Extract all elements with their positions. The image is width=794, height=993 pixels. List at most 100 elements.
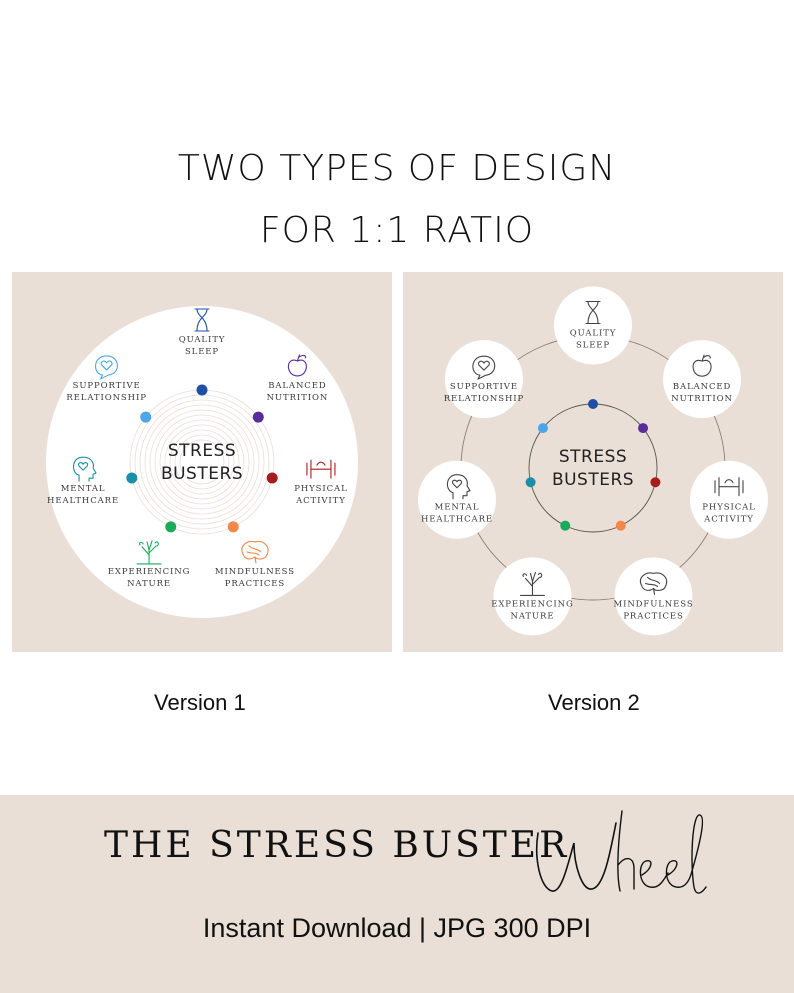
color-dot [638, 423, 649, 434]
wheel-item-quality: QUALITY SLEEP [179, 308, 226, 396]
wheel-item-supportive: SUPPORTIVE RELATIONSHIP [66, 355, 152, 423]
concentric-ring [159, 419, 245, 505]
color-dot [140, 411, 152, 423]
color-dot [126, 472, 138, 484]
center-title-line1: STRESS [168, 441, 236, 461]
color-dot [165, 521, 177, 533]
wheel-item-balanced: BALANCED NUTRITION [638, 340, 742, 434]
concentric-ring [174, 434, 230, 490]
wheel-item-physical: PHYSICAL ACTIVITY [266, 459, 347, 506]
item-label-line2: NUTRITION [267, 393, 329, 403]
version-1-label: Version 1 [154, 690, 246, 715]
color-dot [537, 423, 548, 434]
item-label-line2: HEALTHCARE [47, 496, 119, 506]
item-bubble [444, 340, 523, 419]
item-label-line2: ACTIVITY [295, 496, 346, 506]
head-heart-icon [446, 474, 471, 500]
item-label-line1: BALANCED [673, 382, 731, 392]
dumbbell-icon [306, 459, 336, 479]
center-title-line2: BUSTERS [552, 470, 634, 490]
item-label-line2: PRACTICES [225, 579, 285, 589]
item-label-line1: MENTAL [61, 484, 106, 494]
color-dot [615, 520, 626, 531]
center-title-line2: BUSTERS [161, 464, 243, 484]
wheel-item-physical: PHYSICAL ACTIVITY [650, 460, 769, 539]
headline-line-2: FOR 1:1 RATIO [259, 210, 535, 251]
speech-heart-icon [472, 355, 496, 380]
item-label-line2: SLEEP [576, 341, 610, 351]
item-bubble [690, 460, 769, 539]
footer-title: THE STRESS BUSTER [104, 825, 570, 866]
head-heart-icon [73, 456, 97, 482]
item-bubble [417, 460, 496, 539]
item-label-line1: EXPERIENCING [491, 599, 573, 609]
concentric-ring [179, 439, 225, 485]
item-label-line2: HEALTHCARE [421, 515, 493, 525]
version-1-preview: STRESS BUSTERS QUALITY SLEEP BALANCED NUTRITI… [12, 272, 392, 652]
item-label-line1: BALANCED [268, 381, 326, 391]
item-label-line2: NATURE [127, 579, 171, 589]
item-label-line2: PRACTICES [623, 611, 683, 621]
hourglass-icon [585, 300, 601, 325]
concentric-ring [149, 409, 255, 515]
brain-icon [241, 540, 269, 564]
color-dot [525, 477, 536, 488]
tree-icon [519, 571, 546, 596]
color-dot [650, 477, 661, 488]
item-label-line1: EXPERIENCING [108, 567, 190, 577]
item-label-line2: NATURE [510, 611, 554, 621]
item-label-line1: QUALITY [570, 329, 617, 339]
apple-icon [692, 354, 712, 377]
item-bubble [493, 557, 572, 636]
color-dot [227, 521, 239, 533]
item-bubble [614, 557, 693, 636]
footer-banner: THE STRESS BUSTER Instant Download | JPG… [0, 795, 794, 993]
center-title-line1: STRESS [559, 447, 627, 467]
tree-icon [136, 540, 162, 565]
wheel-item-balanced: BALANCED NUTRITION [252, 354, 329, 423]
concentric-ring [154, 414, 250, 510]
concentric-ring [164, 424, 240, 500]
color-dot [560, 520, 571, 531]
color-dot [196, 384, 208, 396]
version-1-wheel: STRESS BUSTERS QUALITY SLEEP BALANCED NUTRITI… [46, 306, 358, 618]
brain-icon [640, 572, 668, 595]
wheel-item-supportive: SUPPORTIVE RELATIONSHIP [444, 340, 548, 434]
concentric-ring [139, 399, 265, 525]
item-label-line1: MINDFULNESS [613, 599, 693, 609]
item-label-line1: PHYSICAL [294, 484, 347, 494]
speech-heart-icon [95, 355, 118, 380]
wheel-item-mindfulness: MINDFULNESS PRACTICES [613, 520, 693, 636]
dumbbell-icon [714, 477, 744, 497]
script-wheel-wordmark [535, 810, 707, 894]
wheel-item-experiencing: EXPERIENCING NATURE [491, 520, 573, 636]
hourglass-icon [194, 308, 210, 332]
item-label-line1: MINDFULNESS [215, 567, 295, 577]
item-label-line2: NUTRITION [671, 394, 733, 404]
item-label-line1: SUPPORTIVE [73, 381, 141, 391]
version-2-preview: STRESS BUSTERS QUALITY SLEEP BALANCED NUTRITI… [403, 272, 783, 652]
wheel-item-mental: MENTAL HEALTHCARE [417, 460, 536, 539]
item-label-line1: MENTAL [435, 503, 480, 513]
item-bubble [554, 286, 632, 365]
color-dot [588, 399, 598, 409]
item-label-line2: RELATIONSHIP [444, 394, 524, 404]
item-bubble [663, 340, 742, 419]
item-label-line2: RELATIONSHIP [66, 393, 146, 403]
footer-subtitle: Instant Download | JPG 300 DPI [202, 913, 592, 943]
concentric-ring [169, 429, 235, 495]
item-label-line1: SUPPORTIVE [450, 382, 518, 392]
item-label-line1: QUALITY [179, 335, 226, 345]
item-label-line1: PHYSICAL [702, 503, 755, 513]
color-dot [266, 472, 278, 484]
item-label-line2: ACTIVITY [703, 515, 754, 525]
wheel-item-experiencing: EXPERIENCING NATURE [108, 521, 190, 589]
wheel-item-quality: QUALITY SLEEP [554, 286, 632, 409]
concentric-ring [144, 404, 260, 520]
color-dot [252, 411, 264, 423]
version-2-wheel: STRESS BUSTERS QUALITY SLEEP BALANCED NUTRITI… [417, 286, 769, 636]
item-label-line2: SLEEP [185, 347, 219, 357]
version-2-label: Version 2 [548, 690, 640, 715]
inner-ring [528, 403, 658, 533]
outer-white-disc [46, 306, 358, 618]
